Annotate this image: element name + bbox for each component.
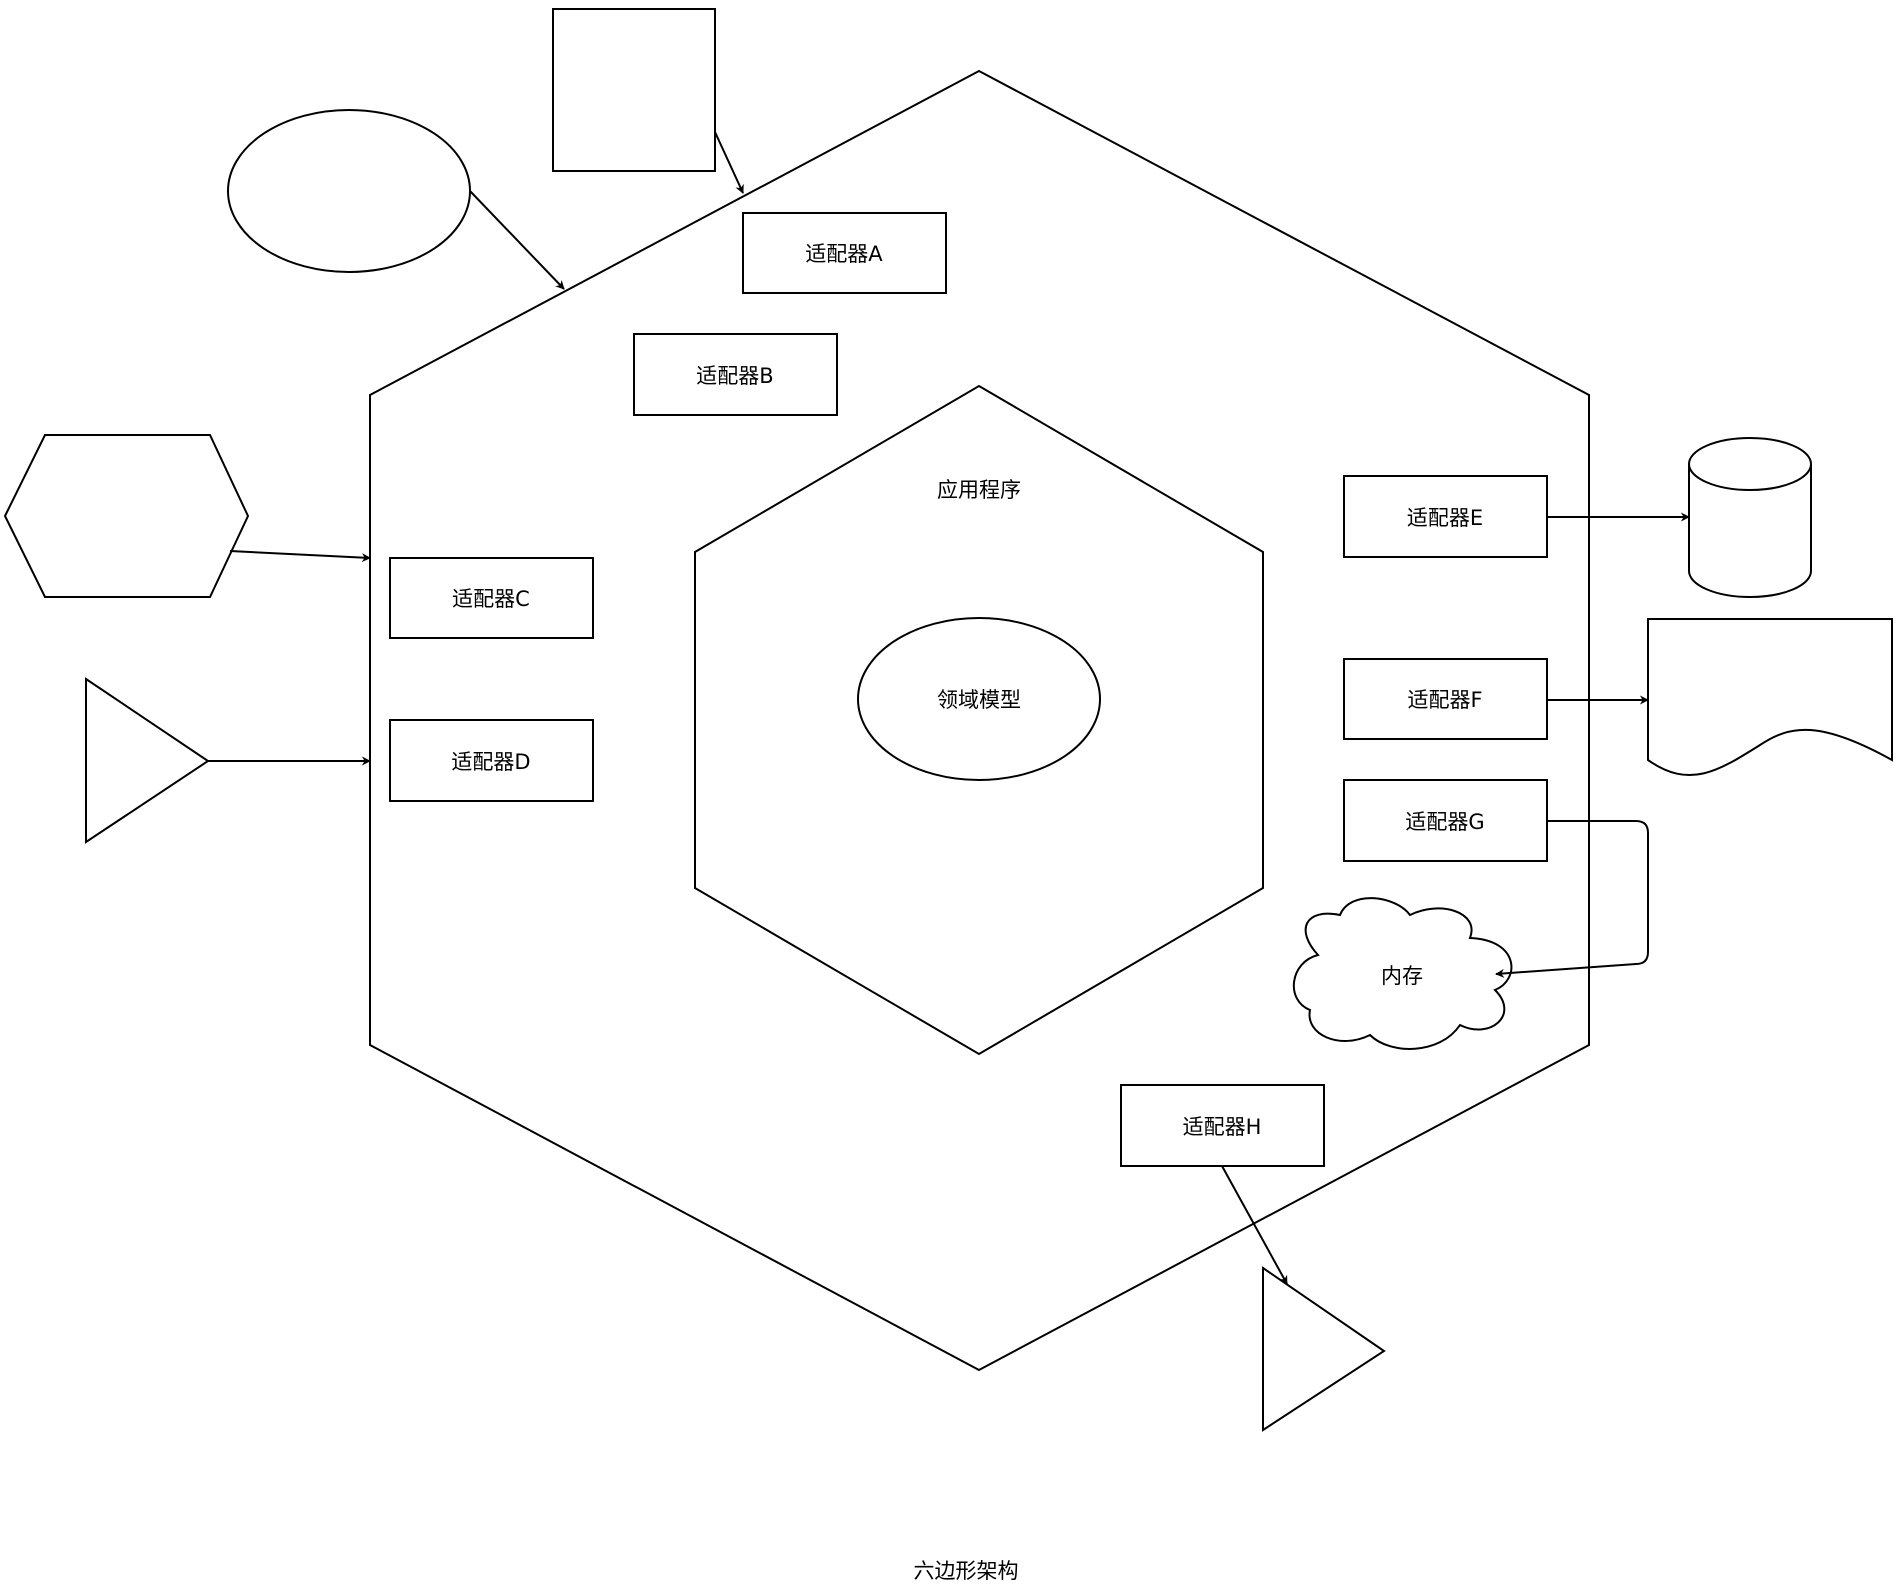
- arrow-ellipse-to-hexagon: [469, 190, 565, 290]
- domain-model-ellipse: [857, 617, 1101, 781]
- database-cylinder: [1688, 437, 1812, 598]
- external-hexagon: [3, 434, 250, 598]
- adapter-a: 适配器A: [742, 212, 947, 294]
- adapter-e-label: 适配器E: [1407, 506, 1483, 530]
- adapter-h: 适配器H: [1120, 1084, 1325, 1167]
- application-label: 应用程序: [937, 478, 1021, 502]
- adapter-c: 适配器C: [389, 557, 594, 639]
- domain-model-label: 领域模型: [937, 688, 1021, 712]
- adapter-e: 适配器E: [1343, 475, 1548, 558]
- external-ellipse: [227, 109, 471, 273]
- adapter-g: 适配器G: [1343, 779, 1548, 862]
- adapter-b-label: 适配器B: [696, 364, 773, 388]
- arrow-adapter-g-to-memory: [1495, 820, 1649, 978]
- adapter-d: 适配器D: [389, 719, 594, 802]
- memory-label: 内存: [1381, 964, 1423, 988]
- arrow-square-to-hexagon: [714, 131, 744, 194]
- adapter-c-label: 适配器C: [452, 587, 530, 611]
- arrow-hexagon-to-outer: [229, 550, 371, 563]
- adapter-b: 适配器B: [633, 333, 838, 416]
- diagram-caption: 六边形架构: [914, 1559, 1019, 1583]
- adapter-a-label: 适配器A: [805, 242, 883, 266]
- adapter-d-label: 适配器D: [451, 750, 530, 774]
- arrow-adapter-h-to-triangle: [1221, 1165, 1288, 1285]
- adapter-h-label: 适配器H: [1183, 1115, 1262, 1139]
- adapter-f: 适配器F: [1343, 658, 1548, 740]
- adapter-g-label: 适配器G: [1405, 810, 1484, 834]
- document-shape: [1647, 618, 1893, 776]
- memory-cloud: [1292, 897, 1513, 1050]
- external-triangle-left: [85, 677, 210, 844]
- adapter-f-label: 适配器F: [1407, 688, 1482, 712]
- external-square: [552, 8, 716, 172]
- external-triangle-bottom: [1262, 1266, 1386, 1432]
